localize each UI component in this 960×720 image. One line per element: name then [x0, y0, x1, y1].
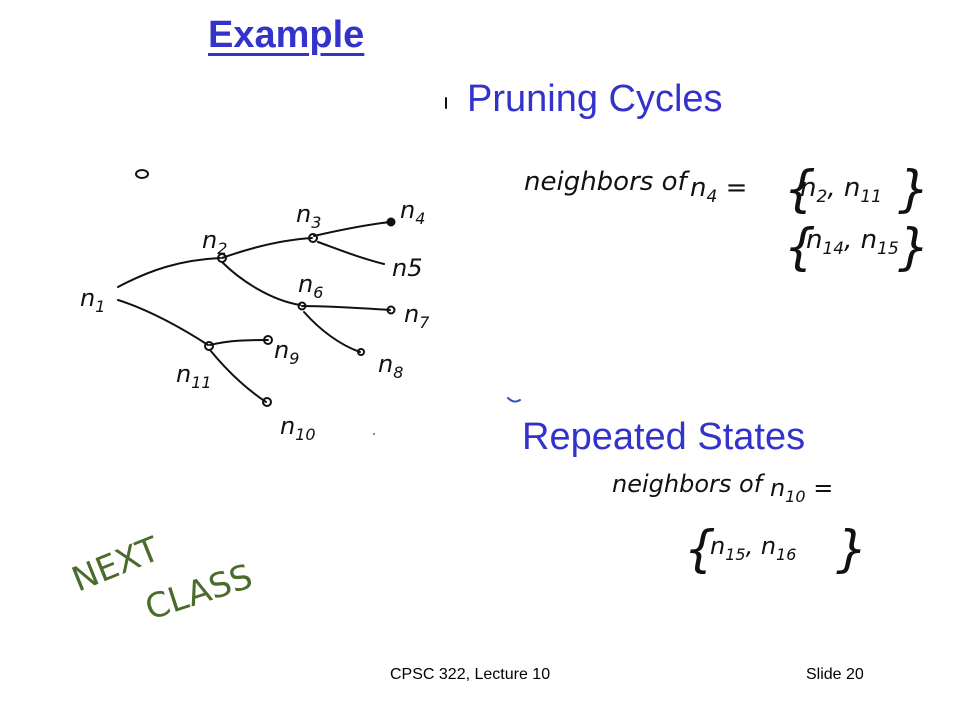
label-n1: n1	[80, 284, 105, 316]
label-n7: n7	[404, 300, 430, 332]
svg-text:}: }	[898, 160, 930, 218]
svg-text:n14, n15: n14, n15	[806, 225, 899, 259]
edge-n1-n11	[117, 299, 209, 346]
node-n7-dot	[386, 305, 396, 315]
svg-text:}: }	[898, 218, 930, 276]
svg-text:n10 =: n10 =	[770, 474, 833, 506]
node-n8-dot	[357, 348, 365, 356]
node-n2-dot	[217, 253, 227, 263]
svg-text:neighbors of: neighbors of	[524, 167, 690, 197]
svg-text:n2, n11: n2, n11	[800, 173, 882, 207]
svg-text:{: {	[684, 520, 716, 578]
node-n11-dot	[204, 341, 214, 351]
label-n6: n6	[298, 270, 323, 302]
node-n3-dot	[308, 233, 318, 243]
svg-text:{: {	[784, 218, 816, 276]
slide-title: Example	[208, 14, 365, 56]
label-n4: n4	[400, 196, 425, 228]
svg-text:neighbors of: neighbors of	[612, 470, 766, 498]
svg-text:n15, n16: n15, n16	[710, 532, 796, 564]
edge-n2-n3	[221, 237, 313, 259]
stray-node-mark	[135, 169, 149, 179]
edge-n11-n9	[209, 339, 269, 346]
edge-n1-n2	[117, 257, 221, 288]
node-n4-dot	[386, 217, 396, 227]
footer-slide-number: Slide 20	[806, 666, 864, 683]
label-n3: n3	[296, 200, 321, 232]
label-n5: n5	[392, 254, 422, 282]
edge-n6-n7	[301, 305, 391, 311]
edge-n2-n6	[221, 261, 301, 306]
neighbors-n10-note: neighbors of n10 = { n15, n16 }	[612, 470, 868, 578]
neighbors-n4-note: neighbors of n4 = { n2, n11 { n14, n15 }…	[524, 160, 930, 276]
node-n9-dot	[263, 335, 273, 345]
label-n8: n8	[378, 350, 403, 382]
node-n10-dot	[262, 397, 272, 407]
node-n6-dot	[297, 301, 307, 311]
edge-n6-n8	[303, 311, 361, 353]
label-n10: n10	[280, 412, 316, 444]
ink-tick-repeated	[507, 397, 521, 403]
heading-pruning-cycles: Pruning Cycles	[467, 78, 723, 120]
edge-n3-n5	[317, 241, 385, 265]
heading-repeated-states: Repeated States	[522, 416, 806, 458]
svg-text:}: }	[836, 520, 868, 578]
edge-n3-n4	[313, 221, 391, 237]
svg-text:n4 =: n4 =	[690, 173, 747, 207]
svg-text:{: {	[784, 160, 816, 218]
next-class-note: NEXT CLASS	[66, 529, 257, 628]
label-n11: n11	[176, 360, 212, 392]
footer-course: CPSC 322, Lecture 10	[390, 666, 551, 683]
label-n9: n9	[274, 336, 299, 368]
label-n2: n2	[202, 226, 227, 258]
edge-n11-n10	[209, 349, 267, 403]
stray-dot	[373, 433, 375, 435]
